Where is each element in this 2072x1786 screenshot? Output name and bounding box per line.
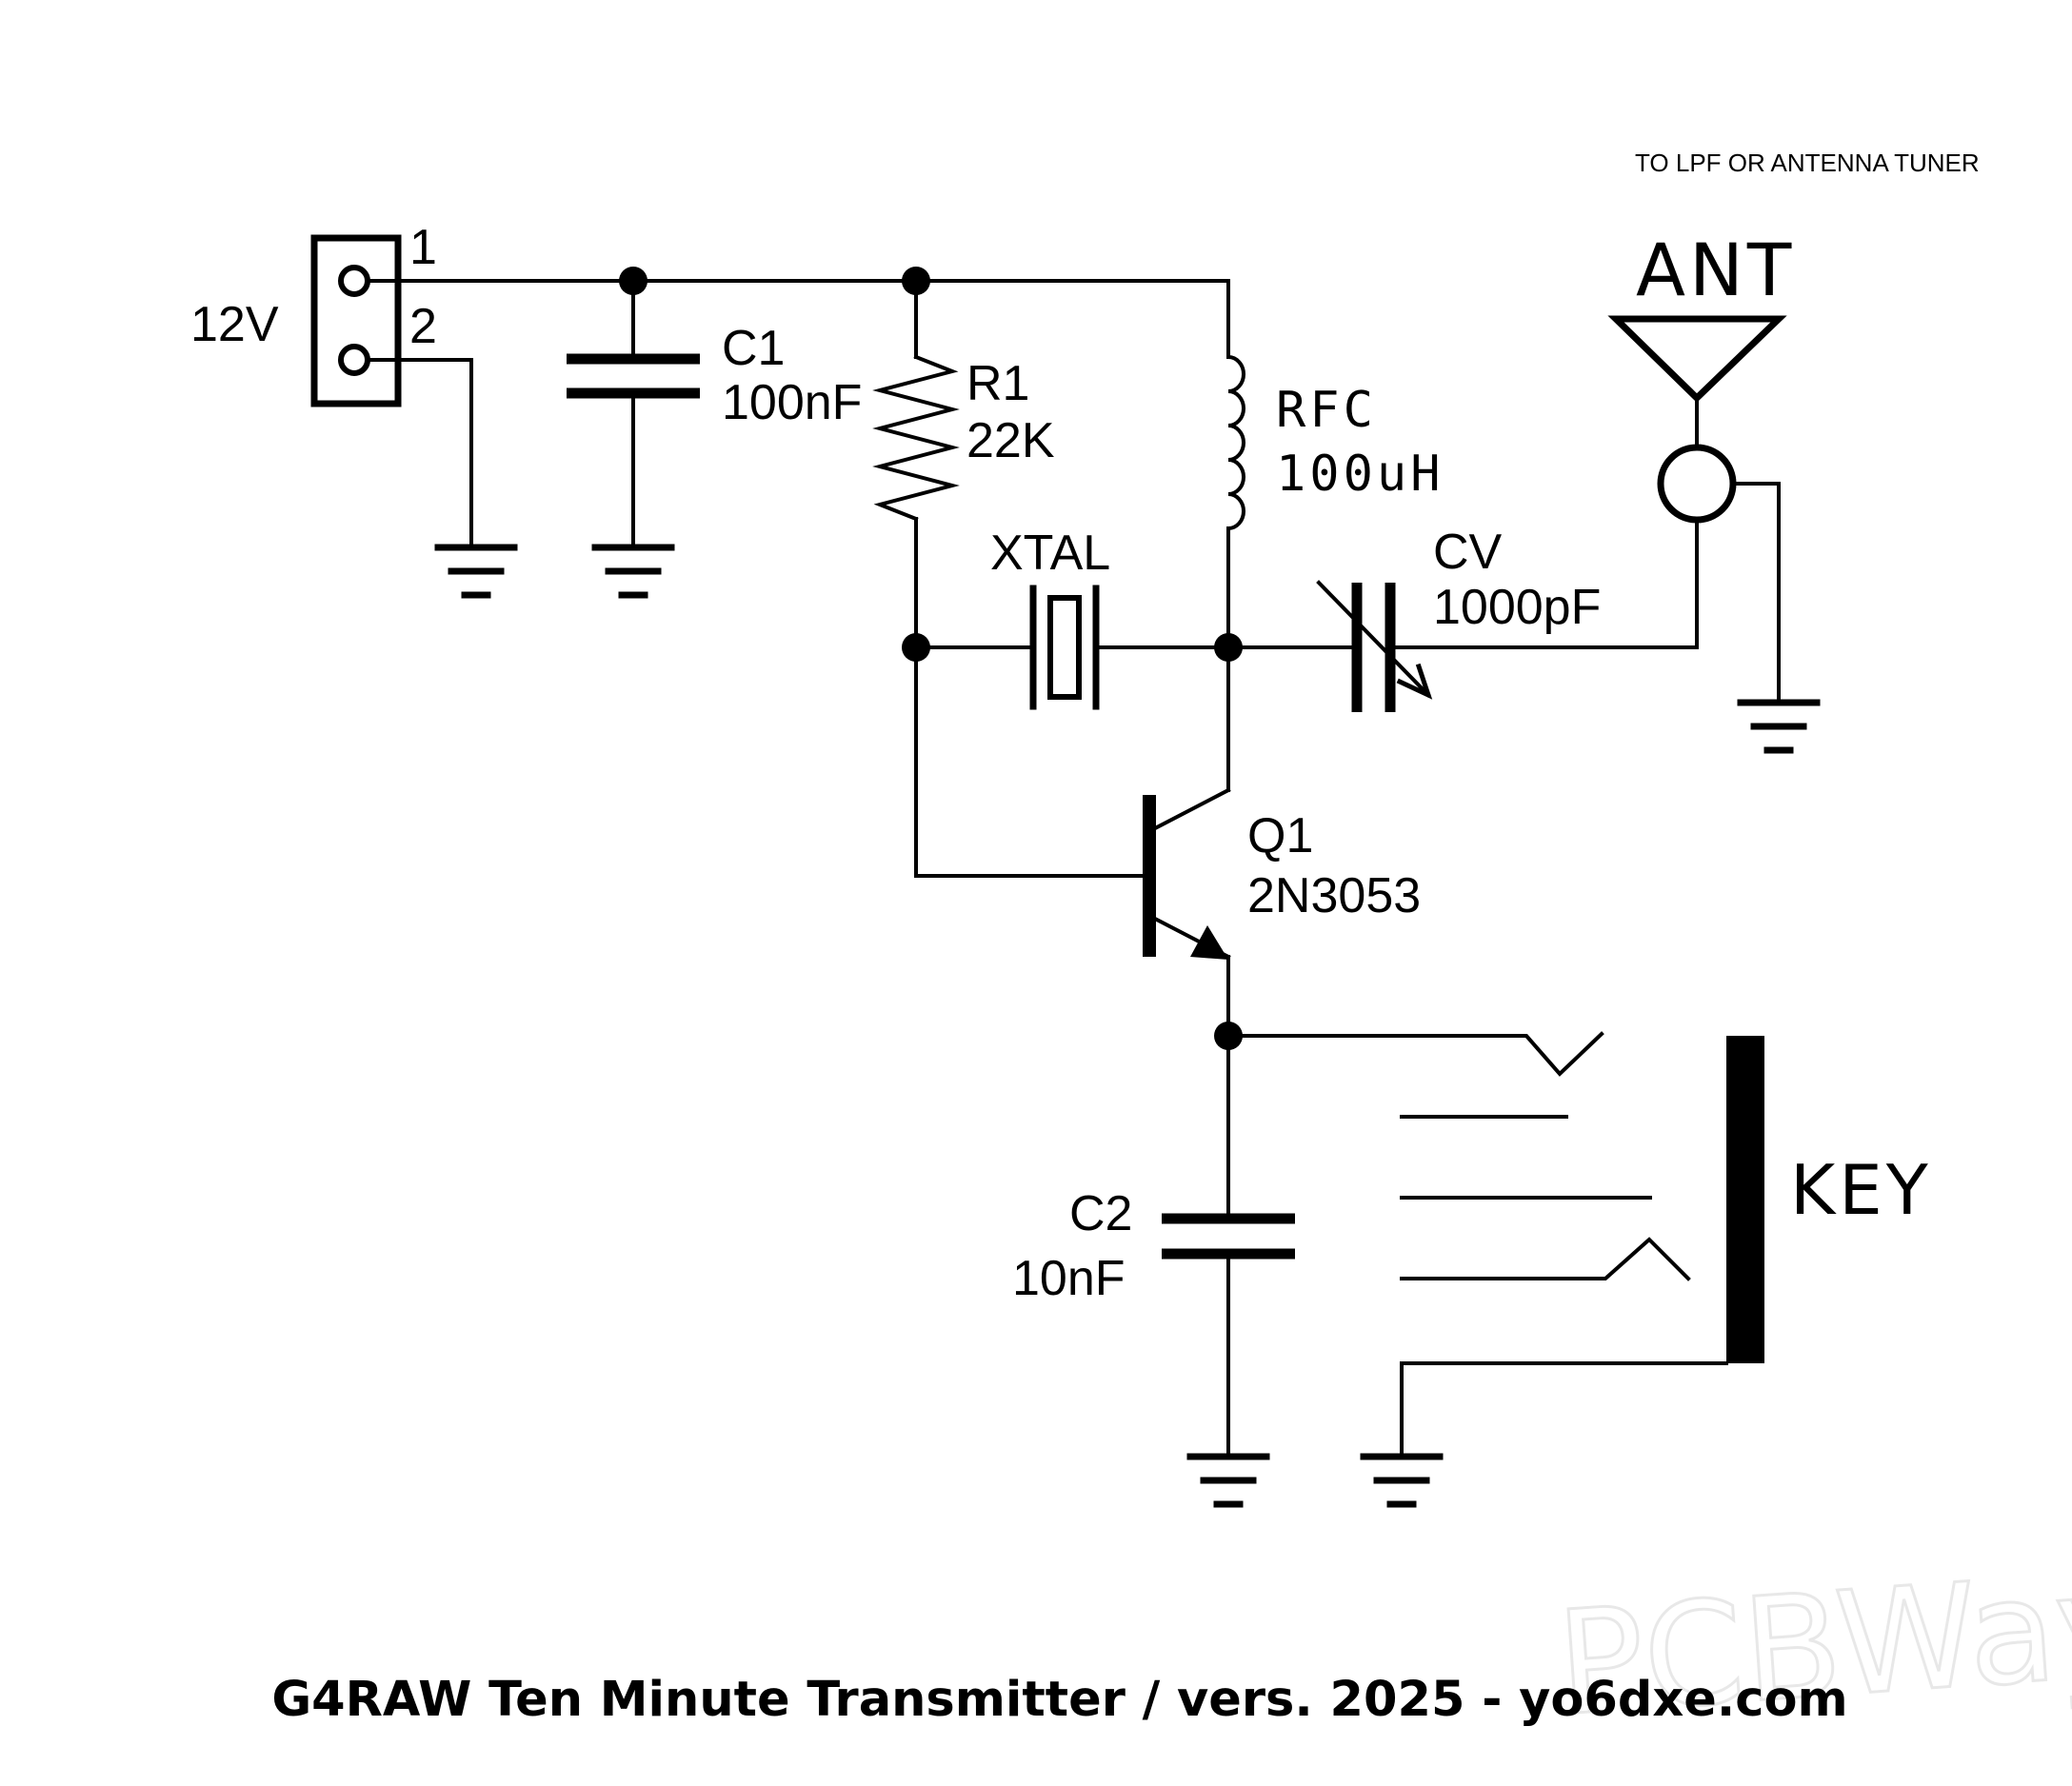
ground-symbol-key xyxy=(1360,1453,1444,1508)
rfc-value: 100uH xyxy=(1276,446,1444,503)
key-jack: KEY xyxy=(1226,1031,1932,1459)
xtal-ref: XTAL xyxy=(990,526,1110,581)
antenna: TO LPF OR ANTENNA TUNER ANT xyxy=(1607,149,1980,704)
pin-1-label: 1 xyxy=(409,220,437,275)
rfc-ref: RFC xyxy=(1276,382,1377,439)
inductor-rfc: RFC 100uH xyxy=(1225,279,1444,792)
r1-value: 22K xyxy=(966,413,1055,468)
ground-symbol-c2 xyxy=(1186,1453,1270,1508)
c2-value: 10nF xyxy=(1012,1251,1126,1306)
antenna-note: TO LPF OR ANTENNA TUNER xyxy=(1635,149,1980,177)
c2-ref: C2 xyxy=(1069,1186,1132,1241)
ground-symbol-antenna xyxy=(1737,699,1821,754)
power-connector: 12V 1 2 xyxy=(190,220,1230,549)
c1-value: 100nF xyxy=(722,375,862,430)
key-label: KEY xyxy=(1790,1150,1932,1230)
cv-value: 1000pF xyxy=(1433,580,1601,635)
ground-symbol-c1 xyxy=(591,544,675,599)
variable-capacitor-cv: CV 1000pF xyxy=(1226,525,1699,712)
resistor-r1: R1 22K xyxy=(872,267,1055,878)
power-voltage-label: 12V xyxy=(190,297,279,352)
capacitor-c2: C2 10nF xyxy=(1012,1022,1295,1459)
footer-title: G4RAW Ten Minute Transmitter / vers. 202… xyxy=(271,1672,1847,1728)
ground-symbol-connector xyxy=(434,544,518,599)
pin-2-label: 2 xyxy=(409,299,437,354)
q1-ref: Q1 xyxy=(1247,808,1313,863)
cv-ref: CV xyxy=(1433,525,1503,580)
crystal-xtal: XTAL xyxy=(902,526,1243,710)
r1-ref: R1 xyxy=(966,356,1029,411)
c1-ref: C1 xyxy=(722,321,785,376)
q1-value: 2N3053 xyxy=(1247,868,1421,923)
capacitor-c1: C1 100nF xyxy=(567,267,862,549)
ground-wire-connector xyxy=(366,358,473,549)
antenna-label: ANT xyxy=(1636,228,1795,312)
transistor-q1: Q1 2N3053 xyxy=(914,787,1421,1038)
